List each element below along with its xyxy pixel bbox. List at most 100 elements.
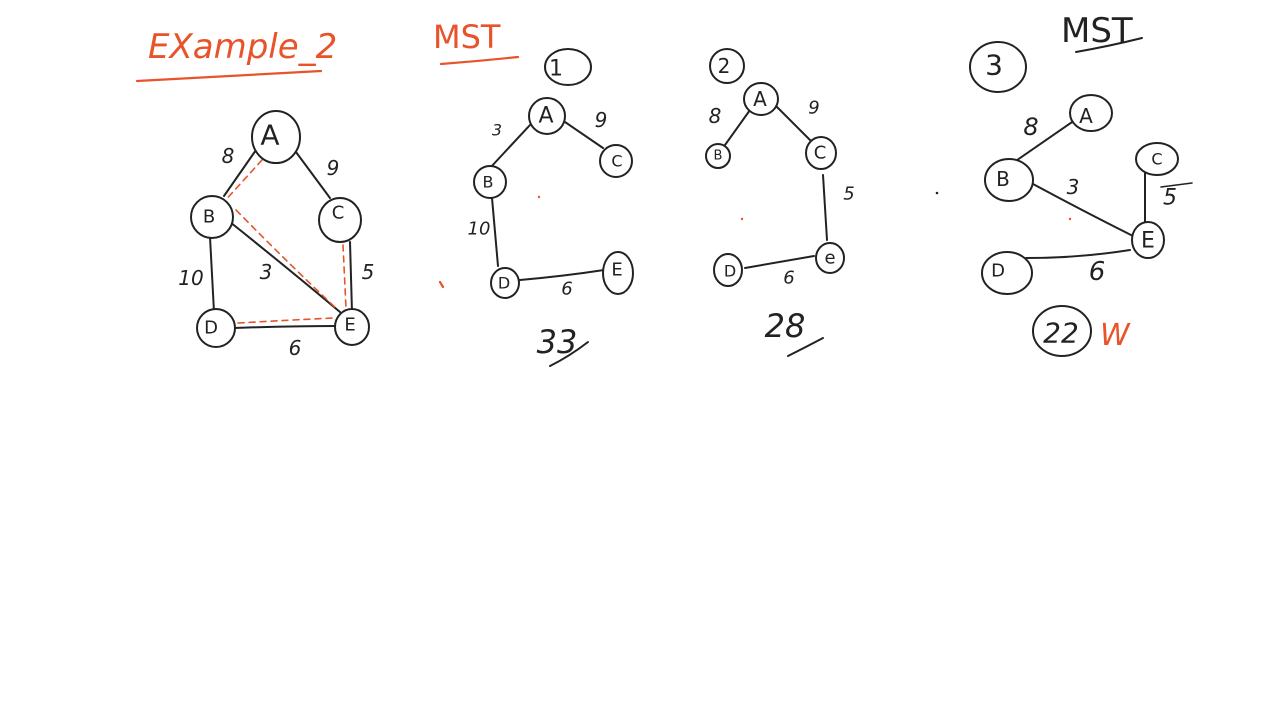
weight-b-e: 3	[260, 260, 273, 284]
svg-text:A: A	[538, 104, 553, 129]
edge-a-c	[292, 147, 331, 199]
edge-b-e	[229, 221, 341, 313]
mst-heading-right: MST	[1061, 11, 1133, 51]
tree1-weight-a-b: 3	[492, 121, 502, 140]
tree2-node-a: A	[743, 82, 779, 116]
svg-text:3: 3	[985, 49, 1003, 82]
weight-c-e: 5	[362, 260, 375, 284]
svg-text:B: B	[483, 173, 494, 192]
example-underline	[135, 69, 323, 83]
tree1-total-underline	[549, 341, 589, 367]
tree3-node-c: C	[1135, 142, 1179, 176]
edge-b-d	[209, 236, 215, 313]
weight-a-c: 9	[327, 156, 340, 180]
svg-text:D: D	[724, 262, 736, 281]
svg-text:A: A	[260, 119, 279, 152]
tree3-node-d: D	[981, 251, 1033, 295]
tree2-node-d: D	[713, 253, 743, 287]
stray-dot-3	[935, 191, 939, 195]
tree3-mark: W	[1100, 318, 1131, 353]
dashed-c-e	[342, 244, 347, 309]
node-e: E	[334, 308, 370, 346]
tree2-node-b: B	[705, 143, 731, 169]
tree3-weight-a-b: 8	[1023, 113, 1038, 141]
spanning-tree-3: 3 A B C D E 8 3 5 6 2	[969, 41, 1193, 357]
spanning-tree-2: 2 A B C D e 8 9 5 6 28	[705, 48, 855, 357]
tree2-node-e: e	[815, 242, 845, 274]
tree2-number-badge: 2	[709, 48, 745, 84]
tree3-edge-d-e	[1025, 249, 1131, 259]
tree2-edge-d-e	[744, 255, 815, 269]
tree3-number-badge: 3	[969, 41, 1027, 93]
node-d: D	[196, 308, 236, 348]
tree3-node-a: A	[1069, 94, 1113, 132]
svg-text:E: E	[611, 260, 622, 281]
svg-text:B: B	[203, 207, 215, 228]
tree1-edge-d-e	[519, 269, 605, 281]
tree3-node-b: B	[984, 158, 1034, 202]
tree2-node-c: C	[805, 136, 837, 170]
tree1-node-c: C	[599, 144, 633, 178]
original-graph: A B C D E 8 9 10 3 5 6	[178, 110, 375, 360]
dashed-b-e	[235, 209, 339, 311]
svg-text:A: A	[753, 87, 767, 111]
tree3-total: 22	[1043, 317, 1079, 350]
svg-text:2: 2	[718, 54, 731, 78]
tree3-weight-c-e: 5	[1163, 186, 1177, 211]
tree1-edge-b-d	[491, 197, 499, 267]
tree1-edge-a-b	[489, 124, 531, 169]
svg-text:C: C	[332, 203, 345, 224]
tree2-total: 28	[765, 307, 806, 345]
svg-text:1: 1	[549, 57, 563, 82]
tree1-weight-a-c: 9	[595, 108, 608, 132]
weight-a-b: 8	[222, 144, 235, 168]
tree1-node-b: B	[473, 165, 507, 199]
mst-heading-left: MST	[433, 18, 501, 56]
svg-text:D: D	[498, 274, 510, 293]
tree1-weight-d-e: 6	[561, 279, 572, 300]
stray-mark	[438, 280, 445, 289]
tree1-number-badge: 1	[544, 48, 592, 86]
tree2-weight-c-e: 5	[843, 184, 854, 205]
svg-text:B: B	[714, 149, 723, 164]
tree3-weight-b-e: 3	[1067, 175, 1080, 199]
dashed-a-b	[221, 159, 263, 205]
tree2-total-underline	[787, 337, 824, 357]
edge-d-e	[233, 325, 337, 329]
mst-left-underline	[439, 55, 520, 66]
node-c: C	[318, 197, 362, 243]
dashed-d-e	[237, 317, 335, 324]
tree1-node-e: E	[602, 251, 634, 295]
weight-d-e: 6	[289, 336, 302, 360]
stray-dot-4	[1068, 217, 1072, 221]
tree3-weight-d-e: 6	[1089, 257, 1106, 287]
tree2-weight-a-c: 9	[808, 98, 819, 119]
tree2-edge-a-b	[724, 109, 751, 146]
svg-text:E: E	[1141, 229, 1155, 254]
edge-c-e	[349, 241, 353, 313]
stray-dot-2	[740, 217, 744, 221]
stray-dot-1	[537, 195, 541, 199]
svg-text:B: B	[996, 167, 1010, 191]
svg-text:C: C	[611, 152, 622, 171]
svg-text:E: E	[344, 315, 355, 336]
svg-text:C: C	[1151, 150, 1162, 169]
tree1-edge-a-c	[564, 121, 604, 149]
svg-text:e: e	[824, 248, 835, 269]
tree3-node-e: E	[1131, 221, 1165, 259]
tree1-node-d: D	[490, 267, 520, 299]
spanning-tree-1: 1 A B C D E 3 9 10 6 33	[468, 48, 634, 367]
tree3-weight-c-e-strike	[1160, 182, 1193, 188]
tree2-edge-a-c	[774, 104, 813, 143]
tree3-edge-b-e	[1032, 183, 1134, 237]
svg-text:C: C	[814, 143, 827, 164]
svg-text:D: D	[991, 261, 1005, 282]
mst-right-underline	[1075, 37, 1143, 53]
svg-text:D: D	[204, 318, 218, 339]
tree2-edge-c-e	[822, 174, 828, 241]
tree3-total-badge: 22	[1032, 305, 1092, 357]
example-heading: EXample_2	[148, 27, 337, 67]
node-b: B	[190, 195, 234, 239]
edge-a-b	[223, 149, 257, 197]
weight-b-d: 10	[178, 266, 203, 290]
